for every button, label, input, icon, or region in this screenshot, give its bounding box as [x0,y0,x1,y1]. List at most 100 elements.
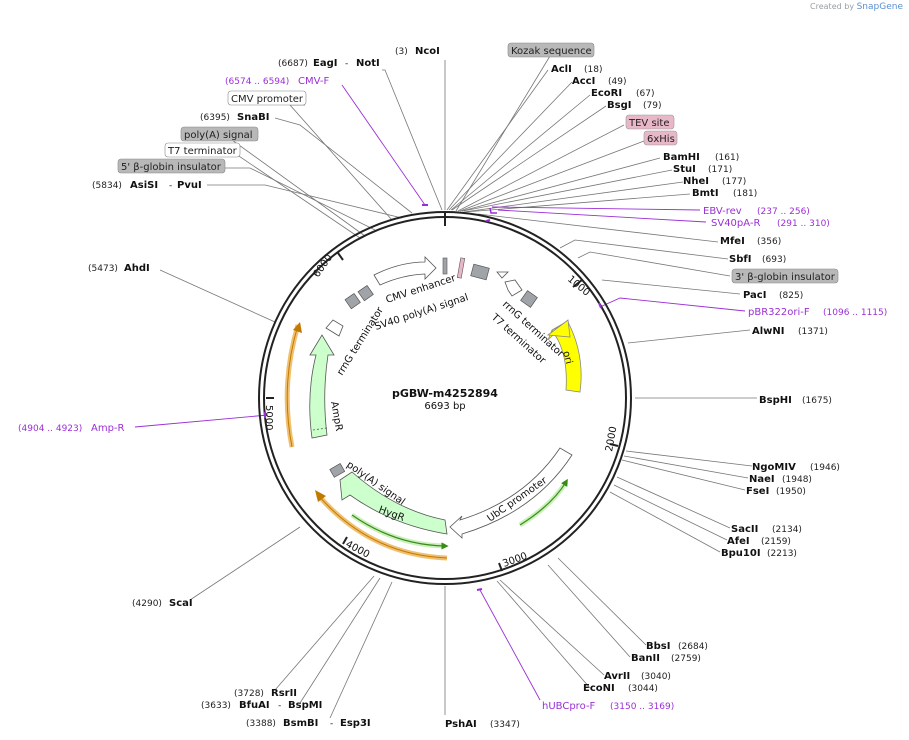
enzyme-acci: AccI (49) [572,76,626,87]
svg-text:EcoRI: EcoRI [591,88,622,99]
feature-box-cmv-promoter: CMV promoter [227,90,307,106]
svg-text:(1950): (1950) [776,487,806,497]
svg-text:BspMI: BspMI [288,700,322,711]
ampr-feature [309,334,335,439]
svg-text:AccI: AccI [572,76,595,87]
svg-text:(6687): (6687) [278,59,308,69]
enzyme-nhei: NheI (177) [683,176,746,187]
enzyme-paci: PacI(825) [743,290,803,301]
svg-text:AsiSI: AsiSI [130,180,158,191]
svg-text:Esp3I: Esp3I [340,718,371,729]
svg-text:NcoI: NcoI [415,46,440,57]
primer-ebv-rev: EBV-rev (237 .. 256) [703,206,810,217]
svg-text:(237 .. 256): (237 .. 256) [757,207,810,217]
svg-text:5' β-globin insulator: 5' β-globin insulator [121,162,222,173]
feature-box-5-insulator: 5' β-globin insulator [117,158,226,174]
svg-text:BsgI: BsgI [607,100,631,111]
leader-lines [159,55,757,719]
svg-text:hUBCpro-F: hUBCpro-F [542,701,595,712]
enzyme-mfei: MfeI(356) [720,236,781,247]
rrng-term-arrow-right [496,271,509,279]
svg-text:(49): (49) [608,77,626,87]
primer-marks [264,204,602,591]
polya-mark-upper [357,284,374,302]
plasmid-size: 6693 bp [424,401,465,412]
ubc-promoter-label: UbC promoter [485,475,550,525]
svg-text:(6574 .. 6594): (6574 .. 6594) [225,77,289,87]
svg-text:(3633): (3633) [201,701,231,711]
svg-text:NheI: NheI [683,176,709,187]
enzyme-banii: BanII(2759) [631,653,701,664]
svg-text:-: - [169,181,172,191]
svg-text:(1371): (1371) [798,327,828,337]
snapgene-logo-text: SnapGene [856,2,903,12]
svg-text:PshAI: PshAI [445,719,477,730]
svg-text:NgoMIV: NgoMIV [752,462,796,473]
svg-text:3' β-globin insulator: 3' β-globin insulator [735,272,836,283]
enzyme-ecori: EcoRI(67) [591,88,654,99]
enzyme-stui: StuI(171) [673,164,732,175]
svg-text:BsmBI: BsmBI [283,718,318,729]
feature-box-t7-terminator: T7 terminator [164,142,241,158]
primer-pbr322ori-f: pBR322ori-F (1096 .. 1115) [748,307,887,318]
credit-prefix: Created by [810,2,855,11]
svg-text:CMV-F: CMV-F [298,76,329,87]
svg-text:AclI: AclI [551,64,572,75]
svg-text:(1948): (1948) [782,475,812,485]
tick-2000: 2000 [604,426,619,453]
svg-text:(1675): (1675) [802,396,832,406]
primer-cmv-f: (6574 .. 6594) CMV-F [225,76,329,87]
svg-text:SbfI: SbfI [729,254,751,265]
primer-hubcpro-f: hUBCpro-F (3150 .. 3169) [542,701,674,712]
enzyme-econi: EcoNI(3044) [583,683,658,694]
enzyme-bsphi: BspHI (1675) [759,395,832,406]
svg-text:(177): (177) [722,177,746,187]
svg-text:CMV promoter: CMV promoter [231,94,304,105]
enzyme-bsmbi-esp3i: (3388) BsmBI - Esp3I [246,718,371,729]
svg-text:BspHI: BspHI [759,395,792,406]
svg-text:BanII: BanII [631,653,660,664]
ampr-label: AmpR [328,401,344,432]
insulator-3-mark [520,290,538,308]
svg-text:(3150 .. 3169): (3150 .. 3169) [610,702,674,712]
enzyme-asisi-pvui: (5834) AsiSI - PvuI [92,180,202,191]
rrng-terminator-left-label: rrnG terminator [335,305,386,378]
svg-text:(4904 .. 4923): (4904 .. 4923) [18,424,82,434]
enzyme-bsgi: BsgI(79) [607,100,661,111]
enzyme-bpu10i: Bpu10I (2213) [721,548,797,559]
svg-text:RsrII: RsrII [271,688,297,699]
svg-text:pBR322ori-F: pBR322ori-F [748,307,810,318]
svg-text:(5834): (5834) [92,181,122,191]
enzyme-bfuai-bspmi: (3633) BfuAI - BspMI [201,700,322,711]
svg-text:6xHis: 6xHis [647,134,675,145]
svg-text:(2213): (2213) [767,549,797,559]
feature-box-polya: poly(A) signal [180,126,259,142]
enzyme-ncoi: (3) NcoI [395,46,440,57]
his-insulator-mark [470,263,490,281]
svg-text:PvuI: PvuI [177,180,202,191]
enzyme-alwni: AlwNI(1371) [752,326,828,337]
t7-term-arrow-right [504,279,523,297]
primer-leaders [134,84,746,701]
svg-text:(356): (356) [757,237,781,247]
svg-text:(6395): (6395) [200,113,230,123]
feature-box-3-insulator: 3' β-globin insulator [731,268,839,284]
tev-mark [456,257,466,279]
primer-sv40pa-r: SV40pA-R (291 .. 310) [711,218,830,229]
svg-text:Amp-R: Amp-R [91,423,125,434]
enzyme-ngomiv: NgoMIV(1946) [752,462,840,473]
svg-text:Bpu10I: Bpu10I [721,548,761,559]
svg-text:(3347): (3347) [490,720,520,730]
feature-box-tev: TEV site [625,114,675,130]
svg-text:AhdI: AhdI [124,263,150,274]
enzyme-sacii: SacII(2134) [731,524,802,535]
svg-text:(3): (3) [395,47,408,57]
insulator-5-mark [344,292,361,310]
svg-text:BmtI: BmtI [692,188,719,199]
enzyme-fsei: FseI(1950) [746,486,806,497]
svg-text:(291 .. 310): (291 .. 310) [777,219,830,229]
svg-text:NotI: NotI [356,58,380,69]
svg-text:BfuAI: BfuAI [239,700,270,711]
enzyme-bmti: BmtI(181) [692,188,757,199]
